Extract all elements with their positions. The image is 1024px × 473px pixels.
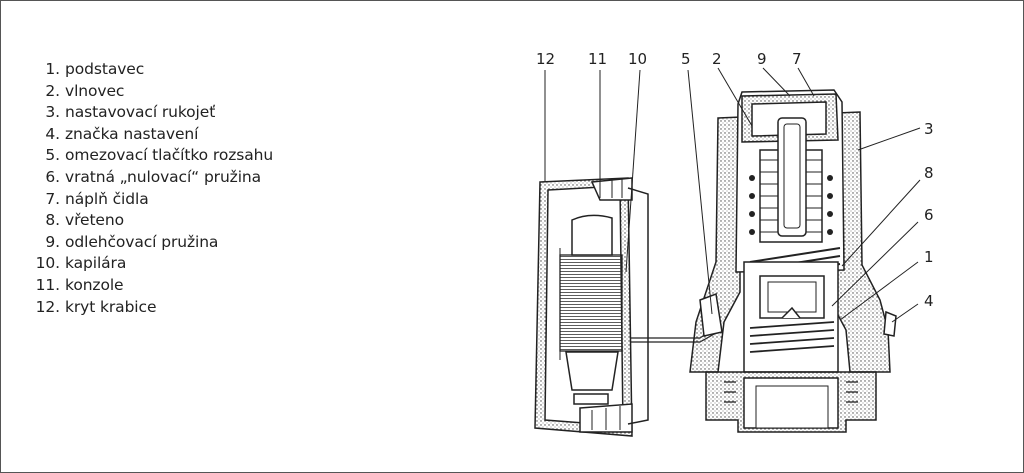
legend-number: 4. bbox=[45, 124, 60, 143]
legend-item: 11. konzole bbox=[30, 275, 273, 297]
legend-label: omezovací tlačítko rozsahu bbox=[65, 146, 274, 165]
legend-number: 9. bbox=[45, 232, 60, 251]
legend-label: vlnovec bbox=[65, 81, 125, 100]
legend-item: 7. náplň čidla bbox=[30, 189, 273, 211]
sensor-box bbox=[534, 177, 717, 437]
legend-number: 5. bbox=[45, 146, 60, 165]
legend-number: 8. bbox=[45, 211, 60, 230]
legend-label: podstavec bbox=[65, 60, 145, 78]
legend-number: 10. bbox=[35, 254, 60, 273]
legend-item: 3. nastavovací rukojeť bbox=[30, 102, 273, 124]
legend-label: kapilára bbox=[65, 254, 127, 273]
setting-mark bbox=[883, 310, 897, 337]
legend-label: vřeteno bbox=[65, 211, 124, 230]
leader-lines bbox=[544, 67, 921, 323]
legend-number: 7. bbox=[45, 189, 60, 208]
callout-3: 3 bbox=[924, 120, 934, 138]
legend-label: nastavovací rukojeť bbox=[65, 103, 216, 122]
callout-1: 1 bbox=[924, 248, 934, 266]
callout-12: 12 bbox=[536, 50, 555, 68]
callout-7: 7 bbox=[792, 50, 802, 68]
callouts: 12 11 10 5 2 9 7 3 8 6 1 4 bbox=[536, 50, 934, 310]
callout-2: 2 bbox=[712, 50, 722, 68]
callout-5: 5 bbox=[681, 50, 691, 68]
thermostatic-head-cross-section: 12 11 10 5 2 9 7 3 8 6 1 4 bbox=[534, 50, 934, 437]
legend-number: 11. bbox=[35, 275, 60, 294]
legend-label: náplň čidla bbox=[65, 189, 149, 208]
parts-legend: 1. podstavec 2. vlnovec 3. nastavovací ruko… bbox=[30, 59, 274, 319]
legend-label: značka nastavení bbox=[65, 124, 199, 143]
legend-item: 2. vlnovec bbox=[30, 81, 273, 103]
legend-number: 12. bbox=[35, 297, 60, 316]
callout-9: 9 bbox=[757, 50, 767, 68]
legend-number: 1. bbox=[45, 60, 60, 78]
legend-item: 5. omezovací tlačítko rozsahu bbox=[30, 145, 273, 167]
callout-4: 4 bbox=[924, 292, 934, 310]
legend-item: 6. vratná „nulovací“ pružina bbox=[30, 167, 273, 189]
legend-number: 2. bbox=[45, 81, 60, 100]
legend-number: 6. bbox=[45, 167, 60, 186]
callout-6: 6 bbox=[924, 206, 934, 224]
capillary-coil bbox=[559, 254, 623, 352]
legend-item: 1. podstavec bbox=[30, 59, 273, 81]
legend-label: odlehčovací pružina bbox=[65, 232, 219, 251]
legend-number: 3. bbox=[45, 103, 60, 122]
callout-10: 10 bbox=[628, 50, 647, 68]
legend-label: kryt krabice bbox=[65, 297, 157, 316]
legend-item: 4. značka nastavení bbox=[30, 124, 273, 146]
thermostatic-head bbox=[689, 89, 897, 433]
legend-item: 10. kapilára bbox=[30, 253, 273, 275]
legend-item: 12. kryt krabice bbox=[30, 297, 273, 319]
legend-item: 9. odlehčovací pružina bbox=[30, 232, 273, 254]
callout-8: 8 bbox=[924, 164, 934, 182]
legend-label: konzole bbox=[65, 275, 124, 294]
legend-item: 8. vřeteno bbox=[30, 210, 273, 232]
callout-11: 11 bbox=[588, 50, 607, 68]
legend-label: vratná „nulovací“ pružina bbox=[65, 167, 262, 186]
